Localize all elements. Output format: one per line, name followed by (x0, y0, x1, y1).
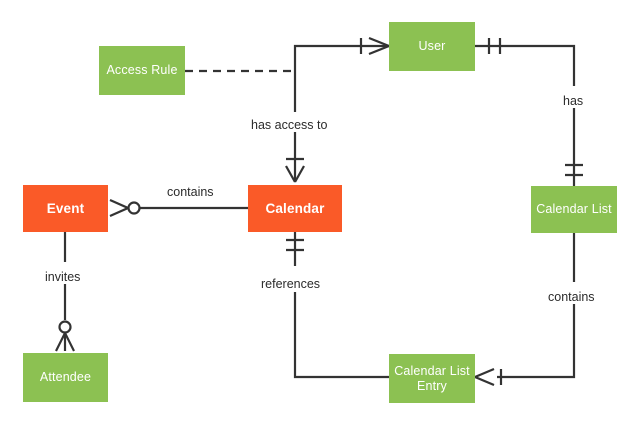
entity-calendar-list[interactable]: Calendar List (531, 186, 617, 233)
edge-label-has: has (560, 94, 587, 108)
entity-attendee[interactable]: Attendee (23, 353, 108, 402)
entity-calendar-list-label: Calendar List (536, 202, 612, 216)
edge-label-references: references (258, 277, 324, 291)
cardinality-user-left-one-to-many (359, 36, 390, 56)
cardinality-calendar-bottom-exactly-one (286, 238, 304, 252)
cardinality-entry-right-one-or-many (474, 367, 503, 387)
entity-calendar-list-entry[interactable]: Calendar List Entry (389, 354, 475, 403)
cardinality-attendee-top-zero-or-many (55, 320, 75, 352)
connector-user-calendarlist-upper (475, 44, 576, 86)
entity-calendar-label: Calendar (265, 201, 325, 216)
entity-attendee-label: Attendee (39, 370, 92, 384)
entity-access-rule[interactable]: Access Rule (99, 46, 185, 95)
entity-user[interactable]: User (389, 22, 475, 71)
entity-calendar[interactable]: Calendar (248, 185, 342, 232)
connector-user-calendar (293, 44, 389, 112)
entity-calendar-list-entry-label: Calendar List Entry (394, 363, 470, 393)
edge-label-invites: invites (42, 270, 84, 284)
edge-label-contains-calendar-list-entry: contains (545, 290, 598, 304)
edge-label-has-access-to: has access to (248, 118, 331, 132)
cardinality-calendarlist-top-exactly-one (565, 163, 583, 177)
cardinality-event-right-zero-or-many (109, 198, 141, 218)
entity-access-rule-label: Access Rule (106, 63, 178, 77)
entity-event[interactable]: Event (23, 185, 108, 232)
entity-user-label: User (418, 39, 446, 53)
cardinality-user-right-exactly-one (487, 38, 502, 54)
entity-event-label: Event (46, 201, 85, 216)
connector-calendarlist-entry-lower (497, 300, 576, 379)
edge-label-contains-event-calendar: contains (164, 185, 217, 199)
cardinality-calendar-top-one-or-many (285, 157, 305, 183)
connector-calendar-references-path (293, 292, 389, 379)
